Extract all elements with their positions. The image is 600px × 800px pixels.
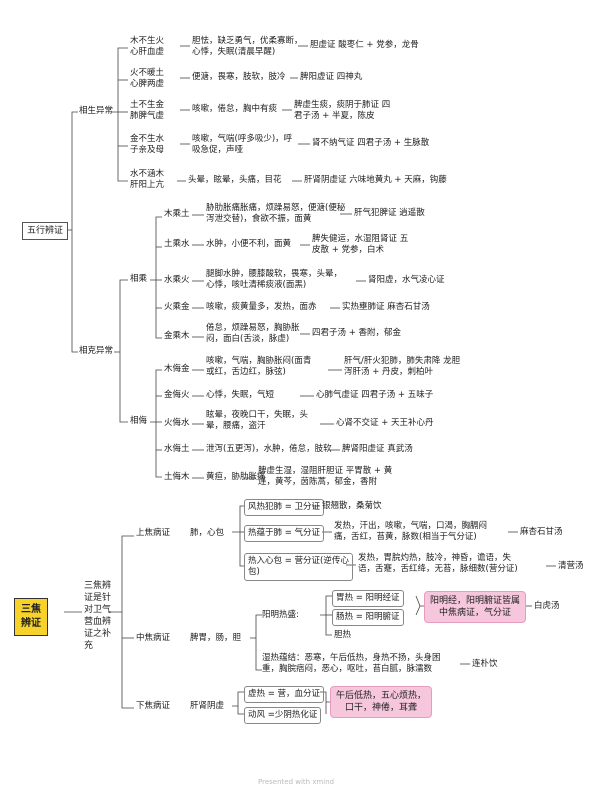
xiangcheng-item-symptoms: 胁肋胀痛胀痛，烦躁易怒，便溏(便秘 泻泄交替)，食欲不振，面黄 [206,203,346,224]
xiangcheng-item-treatment: 实热壅肺证 麻杏石甘汤 [342,302,430,312]
weire-item[interactable]: 胃热 = 阳明经证 [332,590,404,607]
xiajiao-item-label[interactable]: 动风 =少阴热化证 [244,707,322,724]
shangjiao-item-treatment: 麻杏石甘汤 [520,527,563,537]
xiangcheng-item-symptoms: 水肿，小便不利，面黄 [206,239,292,249]
xiangwu-item-treatment: 脾虚生湿，湿阻肝胆证 平胃散 + 黄 连，黄芩，茵陈蒿，郁金，香附 [258,466,393,487]
yangming-treatment: 白虎汤 [534,601,560,611]
xiangwu-item-symptoms: 心悸，失眠，气短 [206,390,275,400]
shangjiao-item-label[interactable]: 风热犯肺 = 卫分证 [244,499,325,516]
zhongjiao-organ: 脾胃，肠，胆 [190,633,242,643]
xiajiao-label[interactable]: 下焦病证 [136,701,171,711]
xiangsheng-item-symptoms: 咳嗽，气喘(呼多吸少)，呼 吸急促，声哑 [192,134,293,155]
xiangcheng-item-symptoms: 腿脚水肿，腰膝酸软，畏寒，头晕， 心悸，咳吐清稀痰液(面黑) [206,269,343,290]
xiangcheng-item-name[interactable]: 土乘水 [164,239,190,249]
xiangsheng-item-symptoms: 便溏，畏寒，肢软，肢冷 [192,72,286,82]
shangjiao-label[interactable]: 上焦病证 [136,528,171,538]
xiangsheng-item-name[interactable]: 土不生金 肺脾气虚 [130,100,165,121]
xiangsheng-item-symptoms: 咳嗽，倦怠，胸中有痰 [192,104,278,114]
xiangwu-item-treatment: 脾肾阳虚证 真武汤 [342,444,413,454]
xiangke-label[interactable]: 相克异常 [79,346,114,356]
shangjiao-item-label[interactable]: 热入心包 = 营分证(逆传心 包) [244,553,353,581]
shangjiao-item-symptoms: 发热，汗出，咳嗽，气喘，口渴，胸膈闷 痛，舌红，苔黄，脉数(相当于气分证) [334,521,488,542]
xiangcheng-item-treatment: 四君子汤 + 香附，郁金 [312,328,402,338]
danre-item[interactable]: 胆热 [334,630,352,640]
xiangwu-item-symptoms: 咳嗽，气喘，胸胁胀闷(面青 或红，舌边红，脉弦) [206,356,312,377]
xiajiao-summary-box: 午后低热，五心烦热， 口干，神倦，耳聋 [330,686,433,718]
xiangcheng-item-symptoms: 倦怠，烦躁易怒，胸胁胀 闷，面白(舌淡，脉虚) [206,323,300,344]
xiangcheng-item-name[interactable]: 木乘土 [164,209,190,219]
xiangwu-item-name[interactable]: 土侮木 [164,472,190,482]
xiangsheng-item-name[interactable]: 火不暖土 心脾两虚 [130,68,165,89]
xiangcheng-item-treatment: 脾失健运，水湿阻肾证 五 皮散 + 党参，白术 [312,234,409,255]
shire-item[interactable]: 湿热蕴结：恶寒，午后低热，身热不扬，头身困 重，胸脘痞闷，恶心，呕吐，苔白腻，脉… [262,653,441,674]
xiangwu-item-symptoms: 眩晕，夜晚口干，失眠，头 晕，腰痛，盗汗 [206,410,309,431]
shangjiao-item-symptoms: 发热，胃脘灼热，肢冷，神昏，谵语，失 语，舌蹇，舌红绛，无苔，脉细数(营分证) [358,553,518,574]
xiangsheng-item-treatment: 胆虚证 酸枣仁 + 党参，龙骨 [310,40,419,50]
xiangsheng-item-symptoms: 头晕，眩晕，头痛，目花 [188,175,282,185]
xiangcheng-item-name[interactable]: 水乘火 [164,275,190,285]
wuxing-root-node[interactable]: 五行辨证 [22,222,69,240]
shangjiao-item-treatment: 银翘散，桑菊饮 [322,501,382,511]
footer-watermark: Presented with xmind [258,778,335,786]
shangjiao-organ: 肺，心包 [190,528,225,538]
xiangcheng-item-symptoms: 咳嗽，痰黄量多，发热，面赤 [206,302,317,312]
xiangwu-item-treatment: 肝气/肝火犯肺，肺失肃降 龙胆 泻肝汤 + 丹皮，刺柏叶 [344,356,461,377]
xiangcheng-item-name[interactable]: 火乘金 [164,302,190,312]
xiangwu-item-symptoms: 黄疸，胁肋胀痛 [206,472,266,482]
changre-item[interactable]: 肠热 = 阳明腑证 [332,609,404,626]
xiangwu-item-name[interactable]: 火侮水 [164,418,190,428]
sanjiao-root-node[interactable]: 三焦 辨证 [14,598,48,636]
zhongjiao-label[interactable]: 中焦病证 [136,633,171,643]
xiangsheng-item-name[interactable]: 金不生水 子亲及母 [130,134,165,155]
xiangsheng-item-name[interactable]: 木不生火 心肝血虚 [130,36,165,57]
xiangsheng-label[interactable]: 相生异常 [79,106,114,116]
xiangsheng-item-symptoms: 胆怯，缺乏勇气，优柔寡断， 心悸，失眠(清晨早醒) [192,36,303,57]
xiangsheng-item-treatment: 脾阳虚证 四神丸 [300,72,363,82]
xiajiao-item-label[interactable]: 虚热 = 营，血分证 [244,686,325,703]
xiangcheng-item-treatment: 肾阳虚，水气凌心证 [368,275,445,285]
sanjiao-note: 三焦辨 证是针 对卫气 营血辨 证之补 充 [84,581,112,651]
xiangwu-item-name[interactable]: 金侮火 [164,390,190,400]
xiangwu-item-symptoms: 泄泻(五更泻)，水肿，倦怠，肢软 [206,444,332,454]
xiangsheng-item-name[interactable]: 水不涵木 肝阳上亢 [130,169,165,190]
shire-treatment: 连朴饮 [472,659,498,669]
xiangwu-label[interactable]: 相侮 [130,416,148,426]
xiangcheng-item-name[interactable]: 金乘木 [164,331,190,341]
xiajiao-organ: 肝肾阴虚 [190,701,225,711]
xiangsheng-item-treatment: 肾不纳气证 四君子汤 + 生脉散 [312,138,430,148]
xiangwu-item-name[interactable]: 木侮金 [164,364,190,374]
xiangwu-item-treatment: 心肺气虚证 四君子汤 + 五味子 [316,390,434,400]
xiangwu-item-treatment: 心肾不交证 + 天王补心丹 [336,418,434,428]
xiangsheng-item-treatment: 脾虚生痰，痰阴于肺证 四 君子汤 + 半夏，陈皮 [294,100,391,121]
shangjiao-item-treatment: 清营汤 [558,561,584,571]
xiangsheng-item-treatment: 肝肾阴虚证 六味地黄丸 + 天麻，钩藤 [304,175,447,185]
yangming-label[interactable]: 阳明热盛: [262,610,299,620]
xiangcheng-label[interactable]: 相乘 [130,274,148,284]
yangming-summary-box: 阳明经，阳明腑证皆属 中焦病证，气分证 [424,591,527,623]
xiangcheng-item-treatment: 肝气犯脾证 逍遥散 [354,208,425,218]
xiangwu-item-name[interactable]: 水侮土 [164,444,190,454]
shangjiao-item-label[interactable]: 热蕴于肺 = 气分证 [244,525,325,542]
